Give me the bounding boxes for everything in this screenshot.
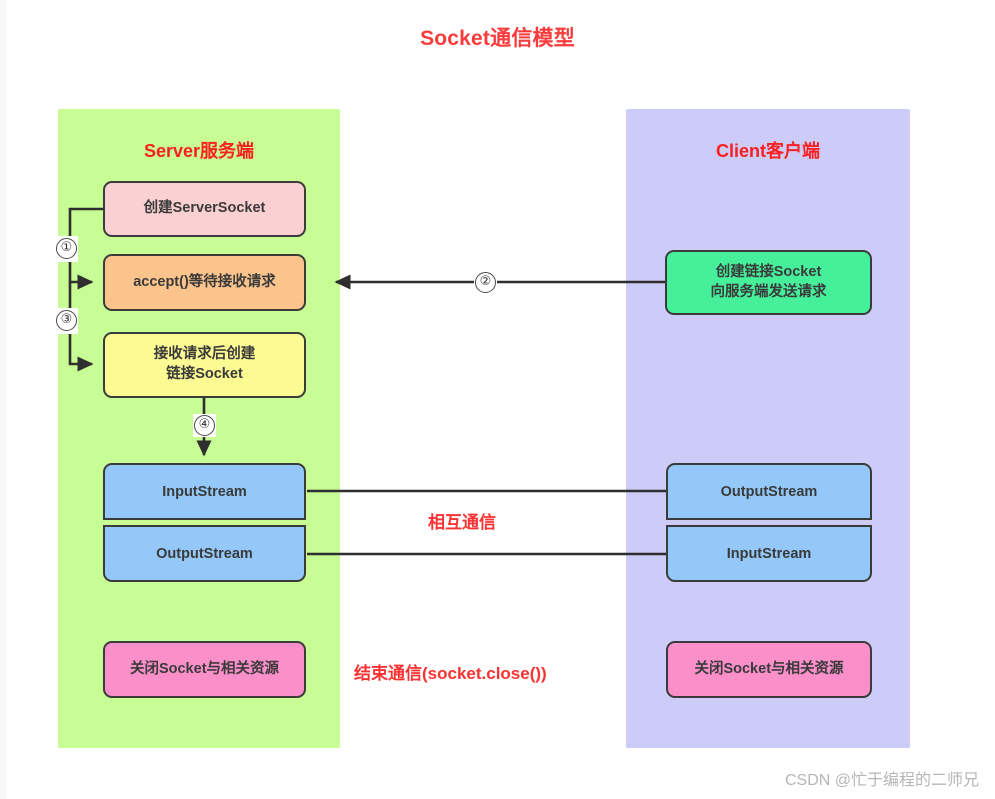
node-client-close-socket-label: 关闭Socket与相关资源 — [694, 660, 844, 677]
node-client-input-stream[interactable]: InputStream — [666, 525, 872, 582]
diagram-title: Socket通信模型 — [420, 27, 575, 50]
node-client-create-socket[interactable]: 创建链接Socket 向服务端发送请求 — [665, 250, 872, 315]
node-client-output-stream[interactable]: OutputStream — [666, 463, 872, 520]
node-client-close-socket[interactable]: 关闭Socket与相关资源 — [666, 641, 872, 698]
node-create-server-socket-label: 创建ServerSocket — [143, 200, 266, 217]
server-panel-title: Server服务端 — [143, 141, 255, 161]
badge-step-4: ④ — [194, 415, 215, 436]
node-create-link-socket[interactable]: 接收请求后创建 链接Socket — [103, 332, 306, 398]
node-accept-wait-label: accept()等待接收请求 — [133, 273, 276, 290]
node-server-close-socket-label: 关闭Socket与相关资源 — [129, 660, 280, 677]
left-page-edge — [0, 0, 6, 799]
node-client-create-socket-line2: 向服务端发送请求 — [710, 283, 827, 300]
node-server-close-socket[interactable]: 关闭Socket与相关资源 — [103, 641, 306, 698]
node-accept-wait[interactable]: accept()等待接收请求 — [103, 254, 306, 311]
badge-step-2: ② — [475, 272, 496, 293]
node-server-output-stream-label: OutputStream — [156, 545, 253, 562]
node-server-output-stream[interactable]: OutputStream — [103, 525, 306, 582]
node-server-input-stream-label: InputStream — [162, 483, 247, 500]
csdn-watermark: CSDN @忙于编程的二师兄 — [784, 772, 979, 789]
node-client-output-stream-label: OutputStream — [720, 483, 818, 500]
client-panel-title: Client客户端 — [715, 141, 820, 161]
node-client-create-socket-line1: 创建链接Socket — [715, 263, 822, 280]
node-client-input-stream-label: InputStream — [726, 545, 812, 562]
label-mutual-communication: 相互通信 — [428, 513, 496, 532]
node-create-server-socket[interactable]: 创建ServerSocket — [103, 181, 306, 237]
badge-step-1: ① — [56, 238, 77, 259]
label-end-communication: 结束通信(socket.close()) — [354, 664, 547, 683]
node-create-link-socket-line2: 链接Socket — [166, 366, 243, 382]
node-server-input-stream[interactable]: InputStream — [103, 463, 306, 520]
badge-step-3: ③ — [56, 310, 77, 331]
node-create-link-socket-line1: 接收请求后创建 — [153, 346, 256, 363]
